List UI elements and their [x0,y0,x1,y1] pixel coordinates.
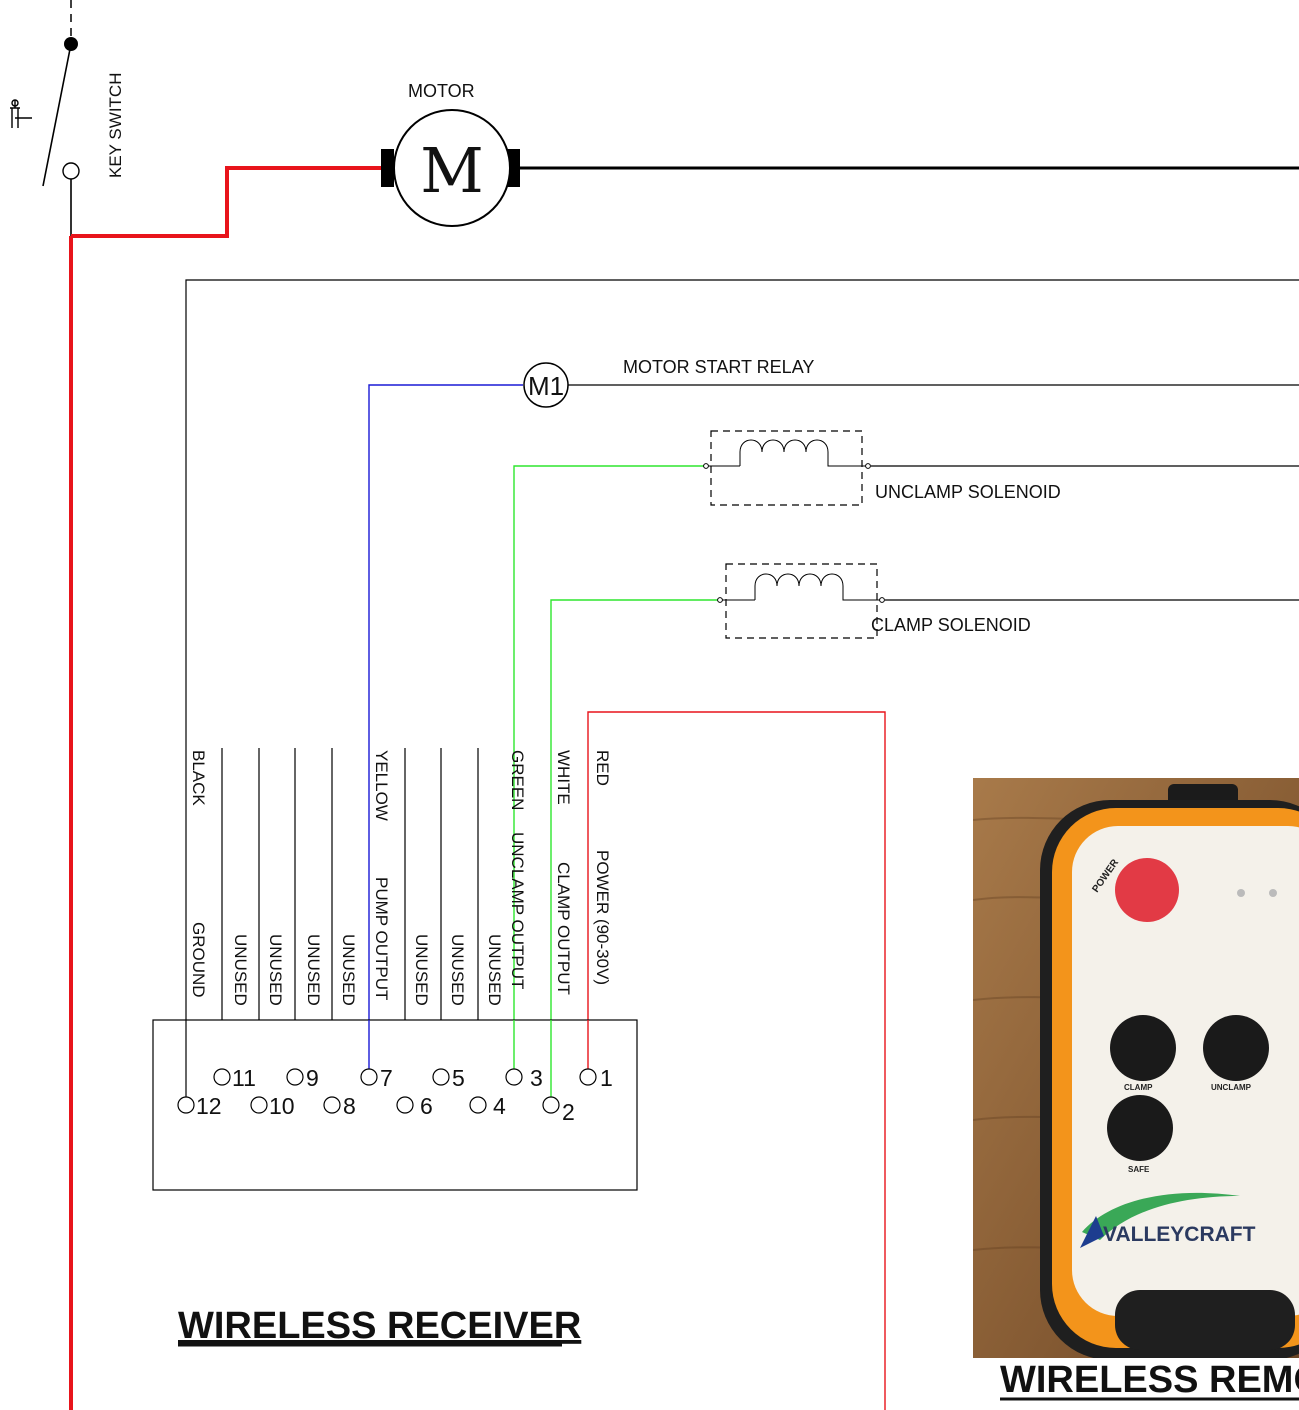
remote-unclamp-label: UNCLAMP [1211,1083,1252,1092]
terminal-12: 12 [196,1093,222,1119]
wire-color-white: WHITE [554,750,573,805]
function-power: POWER (90-30V) [593,850,612,985]
key-icon [10,99,32,128]
function-clamp-output: CLAMP OUTPUT [554,862,573,995]
ground-wire [185,279,1299,1020]
wire-color-red: RED [593,750,612,786]
function-unused-6: UNUSED [412,934,431,1006]
function-unused-9: UNUSED [304,934,323,1006]
terminal-6: 6 [420,1093,433,1119]
unclamp-solenoid-label: UNCLAMP SOLENOID [875,482,1061,502]
relay-symbol: M1 [528,371,564,401]
motor-start-relay: M1 MOTOR START RELAY [368,357,1299,1020]
terminal-9: 9 [306,1065,319,1091]
terminal-10: 10 [269,1093,295,1119]
remote-photo: POWER CLAMP UNCLAMP SAFE VALLEYCRAFT [973,778,1299,1358]
terminal-3: 3 [530,1065,543,1091]
key-switch-label: KEY SWITCH [106,73,125,178]
terminal-1: 1 [600,1065,613,1091]
function-unused-11: UNUSED [231,934,250,1006]
clamp-solenoid: CLAMP SOLENOID [550,563,1299,1020]
function-unclamp-output: UNCLAMP OUTPUT [508,832,527,989]
terminal-8: 8 [343,1093,356,1119]
relay-label: MOTOR START RELAY [623,357,814,377]
motor: MOTOR M [381,81,1299,227]
function-pump-output: PUMP OUTPUT [372,877,391,1000]
function-unused-5: UNUSED [448,934,467,1006]
motor-symbol: M [420,134,483,207]
function-unused-10: UNUSED [266,934,285,1006]
motor-label: MOTOR [408,81,475,101]
remote-clamp-label: CLAMP [1124,1083,1153,1092]
terminal-5: 5 [452,1065,465,1091]
wireless-remote-title: WIRELESS REMO [1000,1359,1299,1401]
wire-color-green: GREEN [508,750,527,810]
remote-brand: VALLEYCRAFT [1103,1223,1256,1246]
wire-color-yellow: YELLOW [372,750,391,821]
function-unused-8: UNUSED [339,934,358,1006]
terminal-2: 2 [562,1099,575,1125]
clamp-solenoid-label: CLAMP SOLENOID [871,615,1031,635]
remote-safe-label: SAFE [1128,1165,1150,1174]
function-ground: GROUND [189,922,208,998]
unclamp-solenoid: UNCLAMP SOLENOID [513,430,1299,1020]
terminal-7: 7 [380,1065,393,1091]
key-switch: KEY SWITCH [10,0,125,236]
receiver-box: 11 9 7 5 3 1 12 10 8 6 4 2 [152,1019,638,1191]
receiver-power-wire [587,711,886,1410]
wire-color-black: BLACK [189,750,208,806]
wireless-receiver-title: WIRELESS RECEIVER [178,1305,581,1347]
function-unused-4: UNUSED [485,934,504,1006]
terminal-11: 11 [232,1065,256,1091]
terminal-4: 4 [493,1093,506,1119]
power-wire [69,166,386,1410]
receiver-wire-labels: BLACK YELLOW GREEN WHITE RED GROUND UNUS… [189,750,612,1006]
